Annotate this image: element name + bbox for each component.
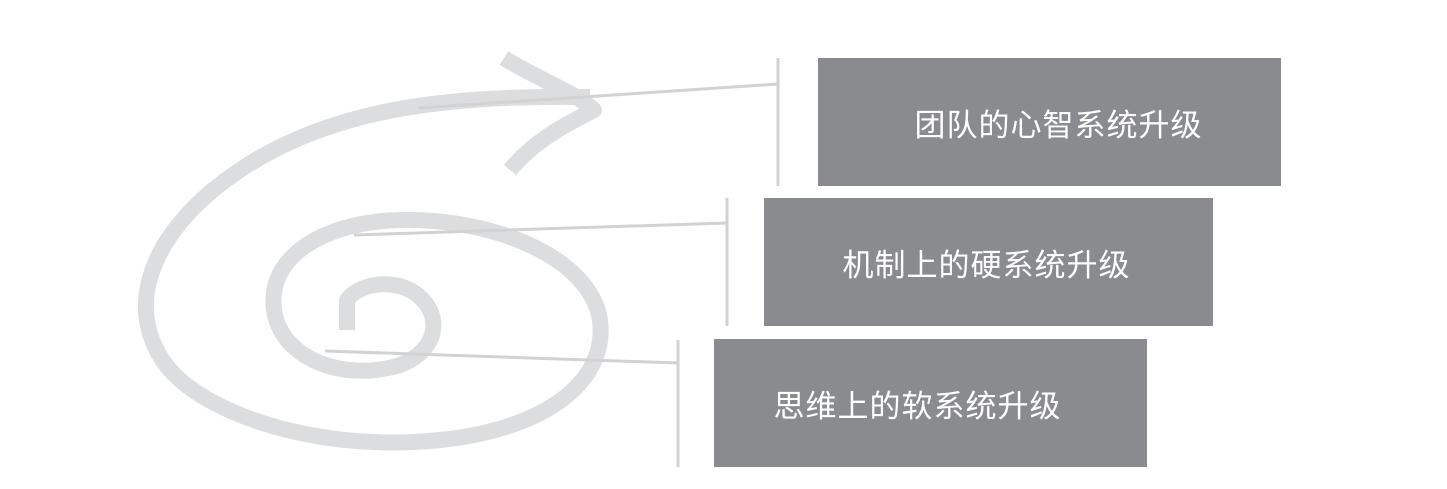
level-label-mechanism-hard-system: 机制上的硬系统升级 [842, 247, 1131, 284]
level-box-thinking-soft-system: 思维上的软系统升级 [714, 339, 1147, 467]
level-box-team-mindset: 团队的心智系统升级 [818, 58, 1281, 186]
connector-line-team [417, 82, 779, 110]
spiral-stroke [138, 88, 609, 451]
level-label-team-mindset: 团队的心智系统升级 [914, 107, 1203, 144]
connector-line-thinking [324, 349, 679, 365]
connector-line-mechanism [353, 221, 728, 237]
spiral-arrowhead [499, 51, 602, 176]
level-box-mechanism-hard-system: 机制上的硬系统升级 [764, 198, 1213, 326]
level-label-thinking-soft-system: 思维上的软系统升级 [773, 388, 1062, 425]
